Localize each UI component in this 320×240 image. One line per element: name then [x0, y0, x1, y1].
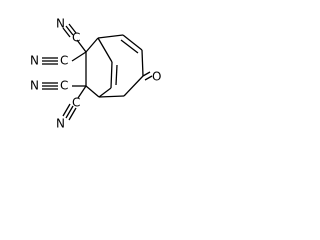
- atom-label-nitrile-3-n: N: [30, 79, 39, 93]
- carbonyl-group: O: [142, 70, 161, 84]
- atom-label-nitrile-1-c: C: [72, 31, 80, 45]
- atom-label-nitrile-2-n: N: [30, 54, 39, 68]
- nitrile-group-4: C N: [56, 85, 87, 131]
- bond-c8-cn4: [77, 85, 87, 99]
- atom-label-carbonyl-o: O: [152, 70, 161, 84]
- atom-label-nitrile-1-n: N: [56, 17, 65, 31]
- bond-c5-c4-b: [120, 39, 139, 54]
- bond-c5-c4-a: [122, 34, 143, 51]
- nitrile-group-1: C N: [56, 17, 87, 53]
- atom-label-nitrile-3-c: C: [60, 79, 68, 93]
- molecule-structure-diagram: O C N C N C N C N: [30, 17, 161, 131]
- bond-c6-c5: [97, 34, 124, 39]
- bond-c7-cn2: [71, 51, 87, 62]
- bond-c10-c9-a: [110, 61, 113, 89]
- bond-c7-c6: [85, 37, 99, 53]
- bond-c3-o-b: [144, 75, 153, 81]
- bond-cn4-triple-b: [68, 107, 77, 121]
- ring-bonds: [85, 34, 144, 98]
- bond-c4-c3: [141, 49, 144, 77]
- bond-cn1-triple-a: [65, 25, 74, 36]
- bond-c10-c9-b: [115, 64, 118, 86]
- nitrile-group-3: C N: [30, 79, 86, 93]
- bond-c8-c1: [85, 85, 100, 98]
- bond-c9-c1: [98, 87, 112, 98]
- bond-c7-cn1: [76, 39, 87, 53]
- bond-cn1-triple-c: [62, 27, 71, 38]
- bond-c3-o-a: [142, 71, 151, 77]
- bond-cn1-triple-b: [68, 23, 77, 34]
- atom-label-nitrile-2-c: C: [60, 54, 68, 68]
- bond-c6-c10: [97, 37, 113, 63]
- atom-label-nitrile-4-n: N: [56, 117, 65, 131]
- nitrile-group-2: C N: [30, 51, 87, 68]
- atom-label-nitrile-4-c: C: [72, 96, 80, 110]
- bond-c3-c2: [123, 75, 144, 97]
- bond-cn4-triple-c: [62, 103, 71, 117]
- bond-cn4-triple-a: [65, 105, 74, 119]
- bond-c2-c1: [98, 95, 125, 98]
